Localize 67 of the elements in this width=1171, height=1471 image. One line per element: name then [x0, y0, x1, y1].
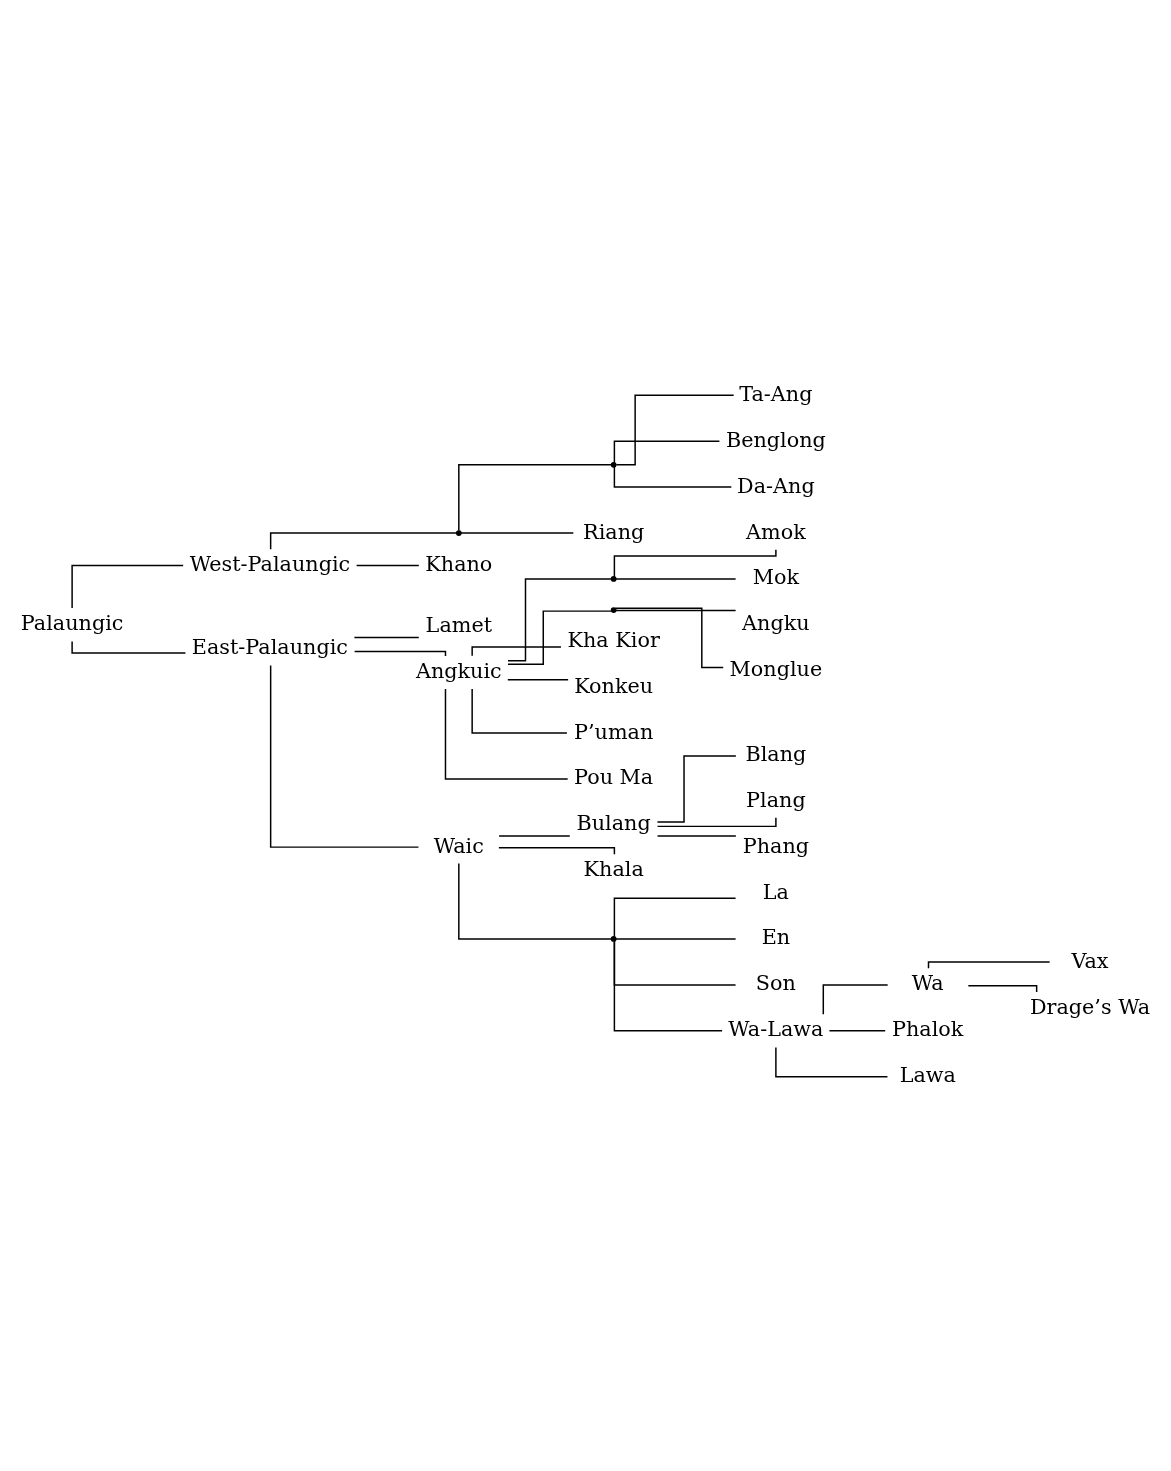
node-text: Bulang — [576, 810, 651, 835]
node-text: Wa-Lawa — [728, 1016, 824, 1041]
node-text: Angku — [742, 610, 810, 635]
node-text: Son — [755, 970, 796, 995]
node-text: Konkeu — [574, 673, 654, 698]
node-point — [610, 935, 617, 942]
node-text: P’uman — [574, 719, 654, 744]
connector — [269, 664, 420, 848]
node-text: Lamet — [425, 612, 493, 637]
node-text: Khano — [425, 551, 493, 576]
node-point — [610, 606, 617, 613]
node-text: Wa — [911, 970, 944, 995]
connector — [615, 394, 735, 466]
connector — [613, 940, 723, 1032]
connector — [967, 984, 1038, 993]
connector — [613, 897, 737, 938]
node-text: La — [762, 879, 789, 904]
connector — [613, 439, 721, 463]
connector — [507, 577, 613, 662]
node-text: Kha Kior — [567, 627, 660, 652]
connector — [458, 862, 613, 940]
connector — [507, 678, 569, 680]
connector — [613, 465, 733, 488]
node-point — [610, 461, 617, 468]
node-text: Phalok — [892, 1016, 964, 1041]
node-text: Vax — [1071, 948, 1109, 973]
node-text: Benglong — [725, 427, 826, 452]
connector — [460, 531, 575, 534]
node-text: Mok — [752, 564, 800, 589]
node-text: Waic — [433, 833, 484, 858]
node-text: En — [761, 924, 791, 949]
node-text: East-Palaungic — [191, 634, 348, 659]
node-text: Drage’s Wa — [1029, 994, 1151, 1019]
node-point — [455, 529, 462, 536]
connector — [615, 609, 737, 611]
connector — [353, 650, 447, 657]
node-text: Palaungic — [20, 610, 124, 635]
connector — [71, 564, 184, 609]
node-text: Plang — [746, 787, 806, 812]
connector — [458, 463, 613, 531]
node-text: Pou Ma — [574, 764, 654, 789]
connector — [444, 687, 569, 780]
node-text: Blang — [745, 741, 807, 766]
node-text: Khala — [583, 856, 644, 881]
node-text: Ta-Ang — [739, 381, 813, 406]
node-text: Amok — [746, 519, 806, 543]
connector — [822, 983, 889, 1015]
connector — [507, 609, 613, 665]
connector — [498, 834, 571, 837]
connector — [828, 1029, 886, 1032]
node-text: Phang — [742, 833, 810, 858]
node-text: West-Palaungic — [189, 551, 351, 576]
connector — [471, 645, 562, 656]
connector — [656, 754, 737, 823]
node-text: Riang — [583, 519, 645, 543]
node-text: Lawa — [899, 1062, 956, 1087]
connector — [615, 937, 737, 940]
connector — [353, 636, 420, 638]
node-text: Angkuic — [415, 658, 502, 683]
connector — [615, 577, 737, 580]
connector — [656, 834, 737, 837]
connector — [471, 687, 568, 734]
connector — [355, 564, 420, 566]
node-text: Monglue — [729, 656, 823, 681]
node-point — [610, 575, 617, 582]
connector — [775, 1046, 889, 1077]
node-text: Da-Ang — [737, 473, 815, 498]
